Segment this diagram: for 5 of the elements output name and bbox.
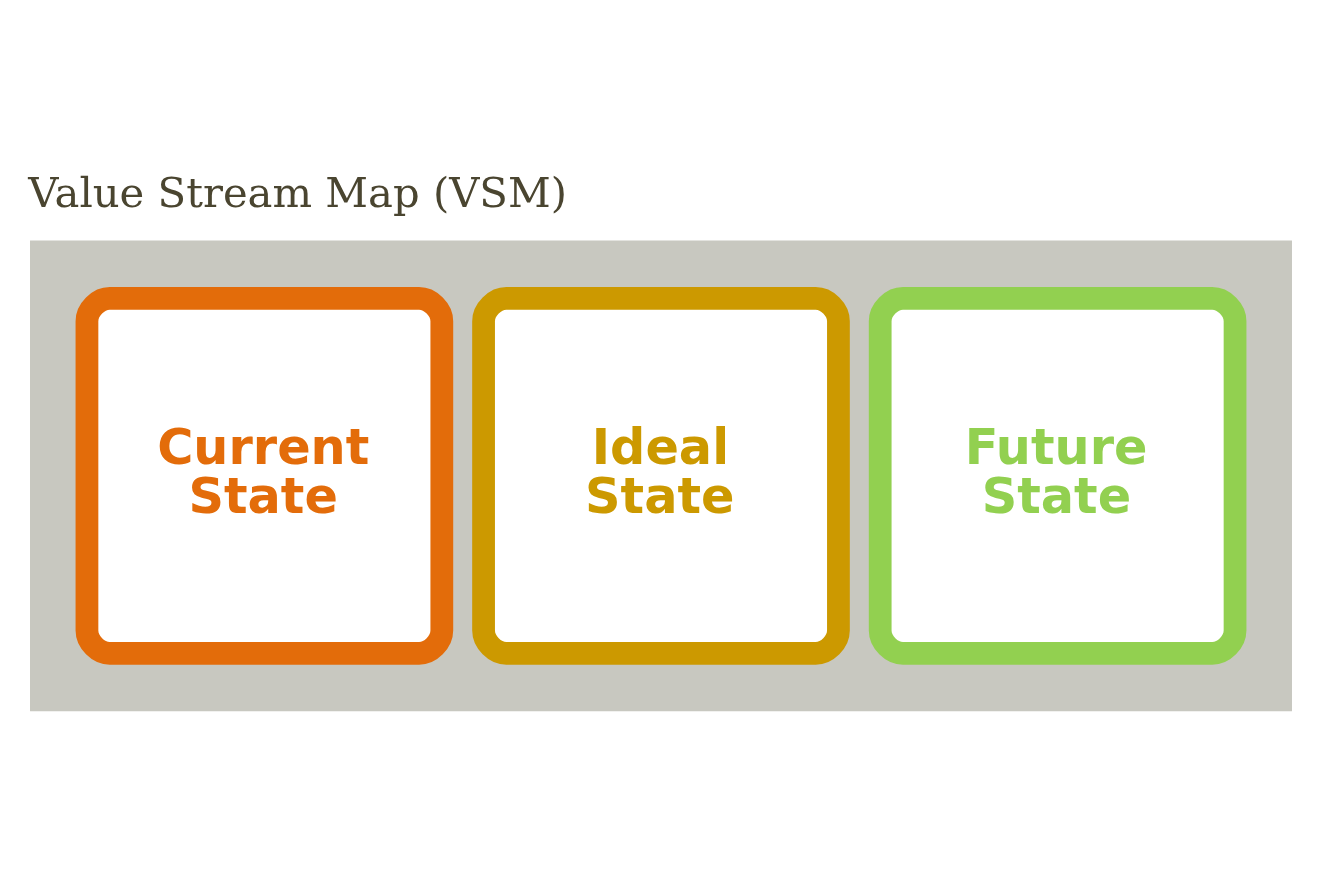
node-box: Current State	[75, 287, 454, 665]
diagram-title: Value Stream Map (VSM)	[28, 167, 567, 217]
node-box: Future State	[868, 287, 1247, 665]
node-box: Ideal State	[472, 287, 850, 665]
cluster	[30, 240, 1292, 712]
